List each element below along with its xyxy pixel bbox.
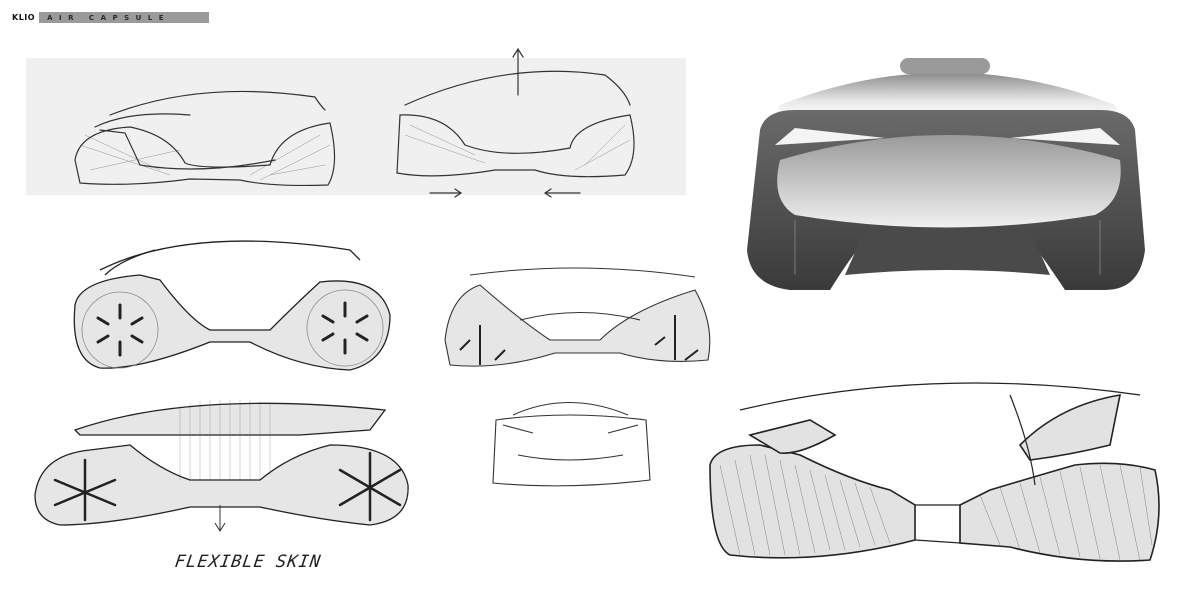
- sketch-large-three-quarter-view: [709, 382, 1160, 562]
- sheet-header: KLIO AIR CAPSULE: [12, 12, 210, 23]
- flexible-skin-caption: FLEXIBLE SKIN: [173, 552, 323, 572]
- sketch-side-view-opening: [396, 47, 635, 198]
- title-bar: AIR CAPSULE: [39, 12, 210, 23]
- top-sketch-panel: [26, 58, 686, 195]
- sheet-title: AIR CAPSULE: [47, 13, 171, 22]
- sketch-side-view-wheels-visible: [73, 240, 391, 371]
- sketch-rendered-front-view: [747, 58, 1145, 290]
- sketch-expanded-side-view: [34, 400, 409, 532]
- sketch-front-view-small: [492, 401, 651, 487]
- left-arrow-icon: [543, 188, 581, 198]
- sketch-three-quarter-view: [444, 267, 711, 367]
- up-arrow-icon: [512, 47, 524, 96]
- right-arrow-icon: [429, 188, 463, 198]
- down-arrow-icon: [214, 505, 226, 532]
- sketch-side-view-closed: [74, 90, 336, 187]
- brand-logo: KLIO: [12, 13, 36, 22]
